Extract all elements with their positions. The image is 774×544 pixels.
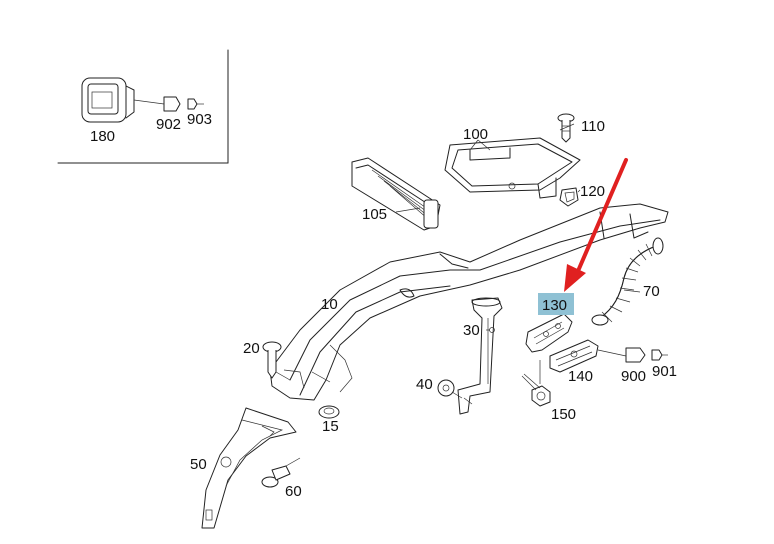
part-labels: 180 902 903 100 110 120 105 10 70 130 30… [90,111,677,500]
label-901: 901 [652,363,677,380]
label-50: 50 [190,456,207,473]
part-50-trim [201,407,297,529]
part-902-903-connector [163,96,204,112]
part-60-clip [261,457,301,488]
part-140-module [549,339,627,373]
label-70: 70 [643,283,660,300]
leader-lines [395,123,641,389]
label-100: 100 [463,126,488,143]
part-10-panel [269,203,669,401]
part-70-hose [591,237,664,326]
label-902: 902 [156,116,181,133]
part-120-clip [559,187,579,207]
label-150: 150 [551,406,576,423]
highlight-box-130 [538,293,574,315]
part-100-tray [444,137,581,199]
label-105: 105 [362,206,387,223]
label-60: 60 [285,483,302,500]
label-10: 10 [321,296,338,313]
label-15: 15 [322,418,339,435]
part-105-strip [351,157,441,231]
part-40-screw [437,379,463,399]
inset-frame [57,49,229,164]
label-20: 20 [243,340,260,357]
label-30: 30 [463,322,480,339]
label-140: 140 [568,368,593,385]
part-180-illustration [81,77,165,123]
label-903: 903 [187,111,212,128]
part-20-rivet [262,341,291,381]
label-130: 130 [542,297,567,314]
part-900-901-connector [625,347,668,363]
part-150-nut [521,360,551,407]
label-110: 110 [581,118,605,135]
part-30-duct [457,297,503,415]
part-110-pin [557,113,575,143]
label-120: 120 [580,183,605,200]
red-arrow [564,158,628,292]
label-40: 40 [416,376,433,393]
part-130-bracket [525,313,573,353]
label-180: 180 [90,128,115,145]
label-900: 900 [621,368,646,385]
part-15-grommet [318,405,340,419]
